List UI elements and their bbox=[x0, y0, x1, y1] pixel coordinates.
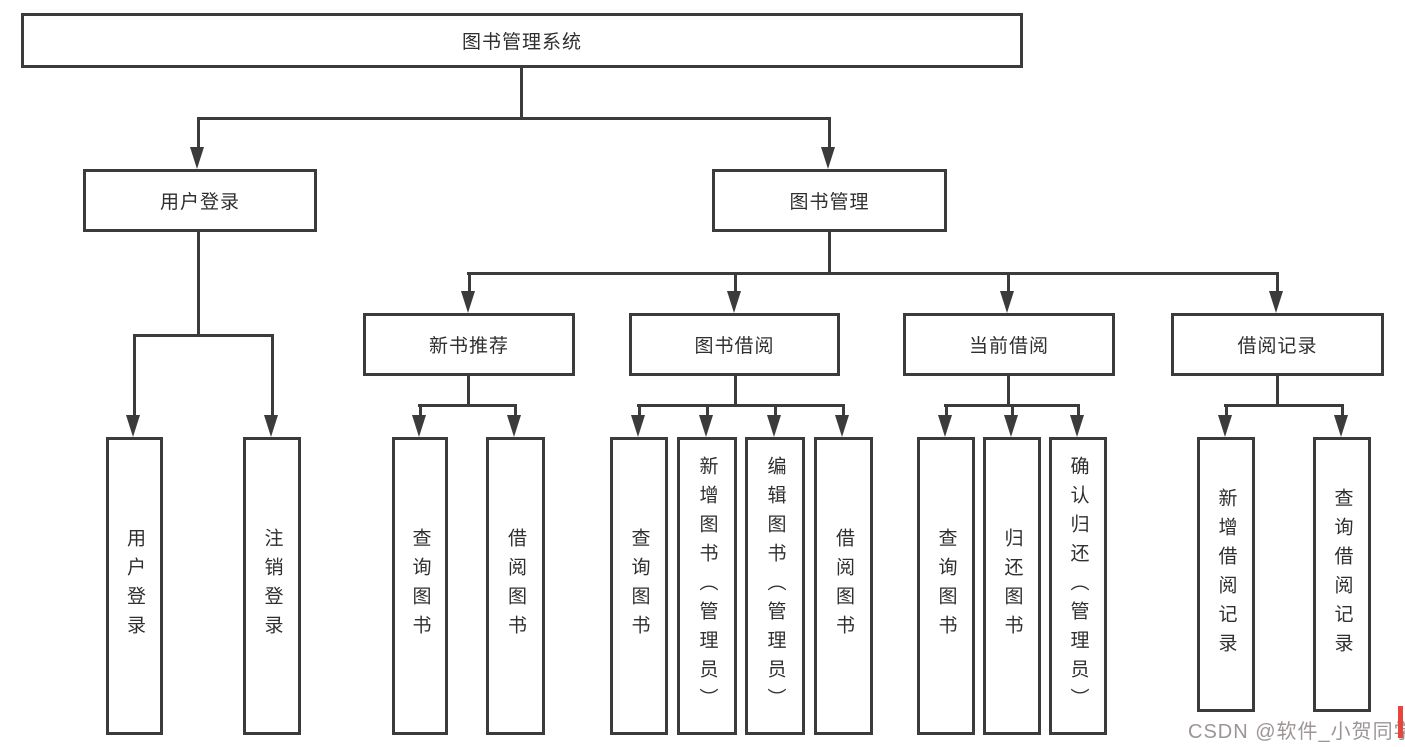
connector-line bbox=[1007, 272, 1010, 292]
csdn-logo-bar bbox=[1398, 706, 1403, 738]
node-label: 新书推荐 bbox=[428, 336, 509, 357]
arrowhead-down-icon bbox=[1218, 415, 1232, 437]
connector-line bbox=[418, 404, 517, 407]
arrowhead-down-icon bbox=[190, 147, 204, 169]
leaf-label: 查询图书 bbox=[935, 528, 957, 644]
connector-line bbox=[1341, 404, 1344, 416]
arrowhead-down-icon bbox=[507, 415, 521, 437]
leaf-confirm-return-admin: 确认归还（管理员） bbox=[1049, 437, 1107, 735]
arrowhead-down-icon bbox=[767, 415, 781, 437]
arrowhead-down-icon bbox=[1334, 415, 1348, 437]
leaf-label: 确认归还（管理员） bbox=[1067, 455, 1089, 717]
arrowhead-down-icon bbox=[461, 291, 475, 313]
connector-line bbox=[271, 334, 274, 416]
arrowhead-down-icon bbox=[1000, 291, 1014, 313]
leaf-add-books-admin: 新增图书（管理员） bbox=[677, 437, 737, 735]
connector-line bbox=[468, 272, 471, 292]
leaf-query-books-borrow: 查询图书 bbox=[610, 437, 668, 735]
node-book-management: 图书管理 bbox=[712, 169, 947, 232]
connector-line bbox=[828, 232, 831, 274]
node-label: 借阅记录 bbox=[1237, 336, 1318, 357]
arrowhead-down-icon bbox=[699, 415, 713, 437]
connector-line bbox=[133, 334, 274, 337]
connector-line bbox=[197, 117, 831, 120]
arrowhead-down-icon bbox=[835, 415, 849, 437]
leaf-label: 归还图书 bbox=[1001, 528, 1023, 644]
leaf-label: 新增借阅记录 bbox=[1215, 487, 1237, 662]
connector-line bbox=[1225, 404, 1228, 416]
connector-line bbox=[197, 232, 200, 336]
node-book-borrowing: 图书借阅 bbox=[629, 313, 840, 376]
connector-line bbox=[1077, 404, 1080, 416]
leaf-add-borrow-record: 新增借阅记录 bbox=[1197, 437, 1255, 712]
connector-line bbox=[514, 404, 517, 416]
arrowhead-down-icon bbox=[727, 291, 741, 313]
arrowhead-down-icon bbox=[1070, 415, 1084, 437]
connector-line bbox=[1276, 376, 1279, 407]
arrowhead-down-icon bbox=[631, 415, 645, 437]
connector-line bbox=[197, 117, 200, 149]
connector-line bbox=[706, 404, 709, 416]
connector-line bbox=[945, 404, 948, 416]
connector-line bbox=[419, 404, 422, 416]
connector-line bbox=[467, 376, 470, 407]
arrowhead-down-icon bbox=[821, 147, 835, 169]
leaf-label: 注销登录 bbox=[261, 528, 283, 644]
node-current-borrowing: 当前借阅 bbox=[903, 313, 1115, 376]
leaf-borrow-books-borrow: 借阅图书 bbox=[814, 437, 873, 735]
arrowhead-down-icon bbox=[938, 415, 952, 437]
leaf-query-books-current: 查询图书 bbox=[917, 437, 975, 735]
node-label: 图书管理 bbox=[789, 192, 870, 213]
leaf-edit-books-admin: 编辑图书（管理员） bbox=[745, 437, 805, 735]
node-new-book-recommendation: 新书推荐 bbox=[363, 313, 575, 376]
leaf-return-books: 归还图书 bbox=[983, 437, 1041, 735]
connector-line bbox=[828, 117, 831, 149]
arrowhead-down-icon bbox=[264, 415, 278, 437]
leaf-label: 查询借阅记录 bbox=[1331, 487, 1353, 662]
node-library-management-system: 图书管理系统 bbox=[21, 13, 1023, 68]
leaf-label: 用户登录 bbox=[124, 528, 145, 644]
arrowhead-down-icon bbox=[412, 415, 426, 437]
connector-line bbox=[842, 404, 845, 416]
connector-line bbox=[1224, 404, 1344, 407]
connector-line bbox=[467, 272, 1279, 275]
leaf-query-borrow-record: 查询借阅记录 bbox=[1313, 437, 1371, 712]
arrowhead-down-icon bbox=[1004, 415, 1018, 437]
node-label: 用户登录 bbox=[159, 192, 240, 213]
leaf-label: 借阅图书 bbox=[833, 528, 854, 644]
connector-line bbox=[637, 404, 845, 407]
connector-line bbox=[734, 272, 737, 292]
connector-line bbox=[638, 404, 641, 416]
leaf-label: 借阅图书 bbox=[505, 528, 526, 644]
node-label: 图书管理系统 bbox=[461, 32, 582, 53]
leaf-label: 查询图书 bbox=[628, 528, 650, 644]
connector-line bbox=[1276, 272, 1279, 292]
leaf-borrow-books-rec: 借阅图书 bbox=[486, 437, 545, 735]
connector-line bbox=[774, 404, 777, 416]
leaf-label: 查询图书 bbox=[409, 528, 431, 644]
arrowhead-down-icon bbox=[126, 415, 140, 437]
leaf-user-login: 用户登录 bbox=[106, 437, 163, 735]
arrowhead-down-icon bbox=[1269, 291, 1283, 313]
node-borrowing-records: 借阅记录 bbox=[1171, 313, 1384, 376]
leaf-label: 新增图书（管理员） bbox=[696, 455, 718, 717]
connector-line bbox=[1007, 376, 1010, 407]
node-label: 图书借阅 bbox=[694, 336, 775, 357]
node-label: 当前借阅 bbox=[968, 336, 1049, 357]
connector-line bbox=[520, 68, 523, 118]
connector-line bbox=[734, 376, 737, 407]
leaf-label: 编辑图书（管理员） bbox=[764, 455, 786, 717]
connector-line bbox=[1011, 404, 1014, 416]
leaf-logout: 注销登录 bbox=[243, 437, 301, 735]
node-user-login: 用户登录 bbox=[83, 169, 317, 232]
csdn-watermark: CSDN @软件_小贺同学 bbox=[1188, 721, 1405, 743]
leaf-query-books-rec: 查询图书 bbox=[392, 437, 448, 735]
connector-line bbox=[133, 334, 136, 416]
